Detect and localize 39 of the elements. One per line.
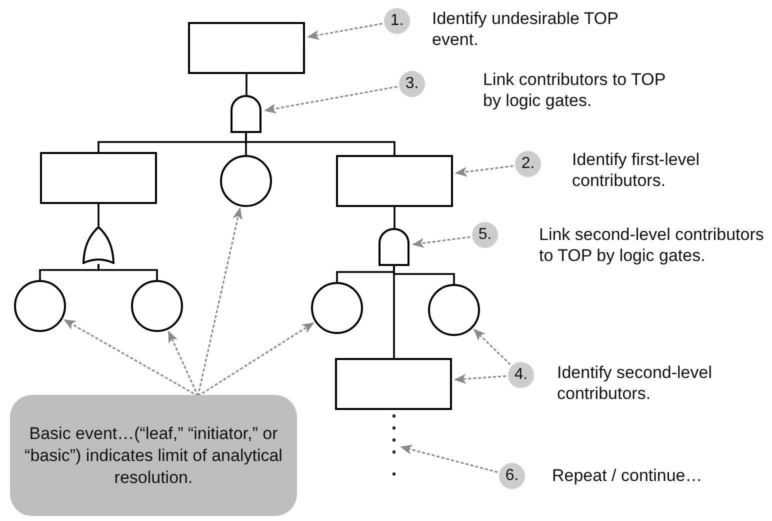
arrow bbox=[412, 236, 470, 248]
arrow bbox=[168, 330, 199, 396]
continuation-dots bbox=[390, 412, 398, 478]
arrow bbox=[400, 444, 498, 473]
arrow bbox=[473, 328, 511, 366]
arrow bbox=[197, 207, 242, 396]
callout-number: 5. bbox=[472, 222, 498, 248]
callout-number: 3. bbox=[399, 71, 425, 97]
note-text: Basic event…(“leaf,” “initiator,” or “basic”) indicates limit of analytical resolution. bbox=[24, 422, 284, 488]
arrow bbox=[264, 86, 398, 114]
connector-line bbox=[393, 266, 395, 358]
and-gate bbox=[230, 95, 262, 133]
connector-line bbox=[98, 264, 158, 280]
arrow bbox=[63, 319, 198, 397]
callout-number: 1. bbox=[384, 8, 410, 34]
step-text: Identify undesirable TOP event. bbox=[432, 8, 620, 50]
event-box bbox=[188, 22, 305, 74]
connector-line bbox=[98, 204, 100, 226]
step-text: Link contributors to TOP by logic gates. bbox=[483, 69, 666, 111]
step-text: Link second-level contributors to TOP by logic gates. bbox=[539, 224, 765, 266]
step-text: Identify first-level contributors. bbox=[572, 149, 701, 191]
step-text: Repeat / continue… bbox=[552, 465, 704, 486]
arrow bbox=[455, 165, 514, 177]
arrow bbox=[454, 374, 506, 384]
and-gate bbox=[378, 228, 410, 266]
arrow bbox=[307, 22, 382, 40]
or-gate bbox=[82, 226, 115, 264]
event-box bbox=[336, 155, 453, 207]
callout-number: 2. bbox=[515, 151, 541, 177]
connector-line bbox=[245, 133, 396, 155]
callout-number: 4. bbox=[508, 362, 534, 388]
step-text: Identify second-level contributors. bbox=[557, 362, 713, 404]
connector-line bbox=[394, 207, 396, 228]
event-box bbox=[335, 358, 452, 410]
arrow bbox=[198, 322, 314, 397]
event-box bbox=[40, 152, 157, 204]
callout-number: 6. bbox=[499, 463, 525, 489]
connector-line bbox=[246, 74, 248, 95]
note-box bbox=[10, 395, 297, 516]
